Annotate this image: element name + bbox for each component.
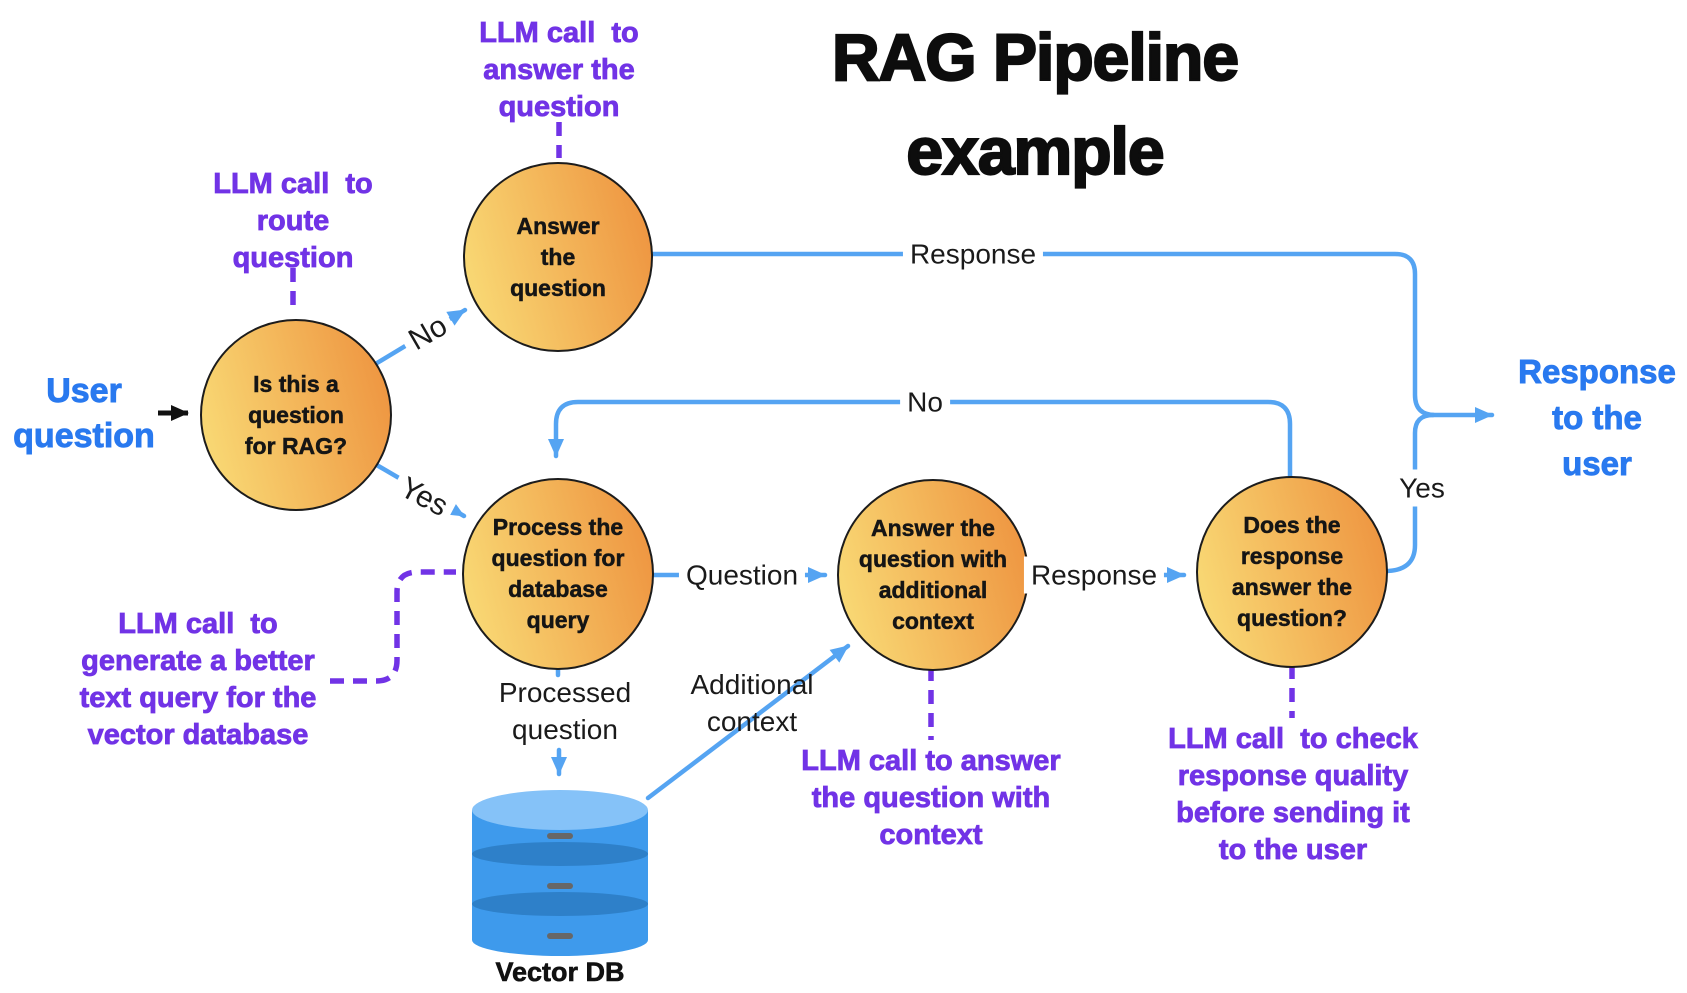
node-route-question: Is this a question for RAG? <box>200 319 392 511</box>
node-answer-question-label: Answer the question <box>510 212 606 301</box>
edge-label-no-loop: No <box>900 383 950 421</box>
node-check-response-label: Does the response answer the question? <box>1231 512 1353 632</box>
edge-response-to-user <box>648 251 1495 423</box>
node-route-question-label: Is this a question for RAG? <box>244 370 348 459</box>
edge-label-processed-question: Processed question <box>498 677 632 745</box>
edge-label-question: Question <box>678 556 806 594</box>
annotation-check-llm: LLM call to check response quality befor… <box>1168 723 1419 867</box>
node-process-question-label: Process the question for database query <box>491 514 625 634</box>
annotation-answer-llm: LLM call to answer the question <box>479 17 639 124</box>
page-title: RAG Pipeline example <box>831 19 1240 189</box>
edge-label-additional-context: Additional context <box>690 669 814 737</box>
dash-query-llm <box>330 569 456 684</box>
edge-label-response-top: Response <box>902 235 1044 273</box>
user-question-label: User question <box>13 372 156 456</box>
edge-additional-context <box>645 643 851 801</box>
vector-db-label: Vector DB <box>495 957 625 988</box>
annotation-route-llm: LLM call to route question <box>213 168 373 275</box>
response-to-user-label: Response to the user <box>1518 353 1677 483</box>
edge-label-response-mid: Response <box>1023 556 1165 594</box>
vector-db-icon <box>472 790 648 956</box>
node-process-question: Process the question for database query <box>462 478 654 670</box>
node-answer-with-context-label: Answer the question with additional cont… <box>858 515 1008 635</box>
node-check-response: Does the response answer the question? <box>1196 476 1388 668</box>
annotation-context-llm: LLM call to answer the question with con… <box>801 745 1061 852</box>
annotation-query-llm: LLM call to generate a better text query… <box>79 608 317 752</box>
node-answer-question: Answer the question <box>463 162 653 352</box>
edge-label-yes-right: Yes <box>1392 469 1452 507</box>
node-answer-with-context: Answer the question with additional cont… <box>837 479 1029 671</box>
